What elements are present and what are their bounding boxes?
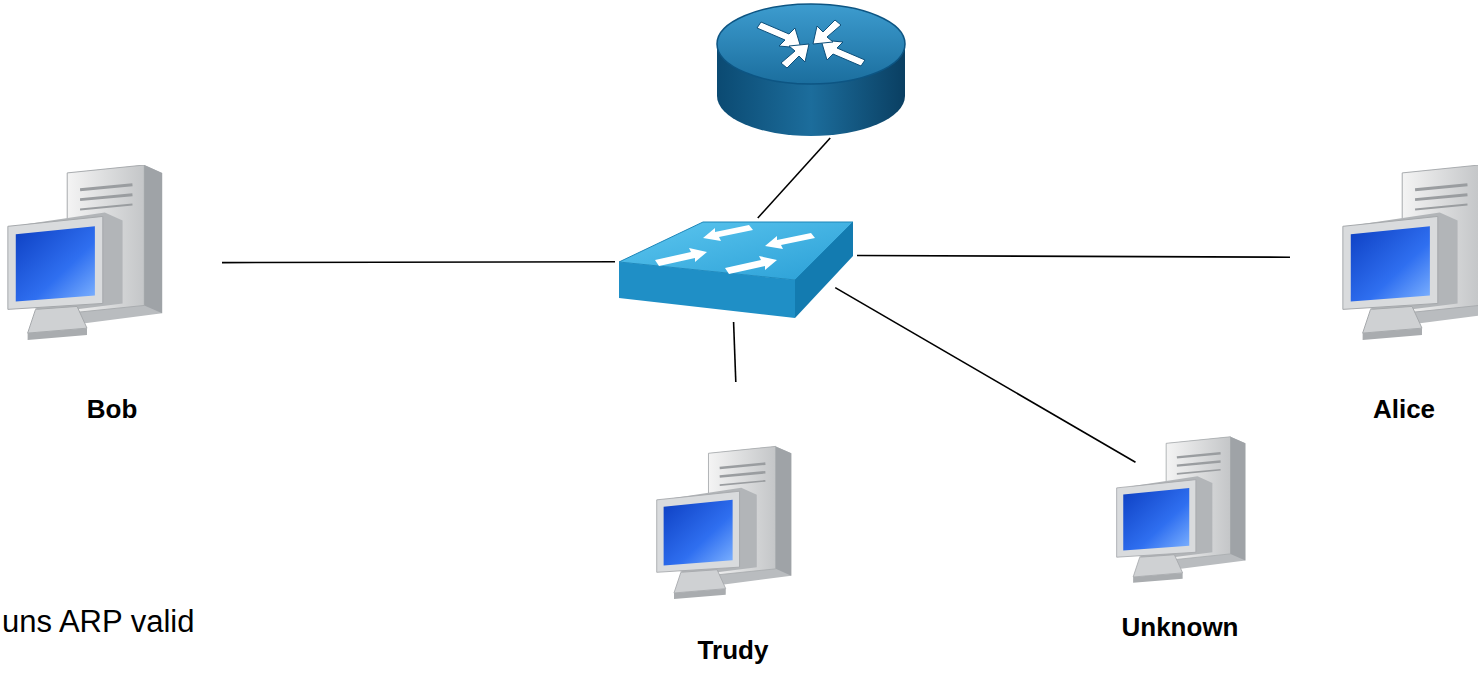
- host-computer: Alice: [1290, 160, 1478, 430]
- computer-icon: [1340, 165, 1478, 343]
- host-computer: Unknown: [1110, 430, 1260, 645]
- router-icon: [715, 0, 907, 138]
- switch-icon: [615, 218, 857, 322]
- host-computer: Bob: [0, 160, 222, 430]
- computer-icon: [5, 165, 165, 343]
- note-text: uns ARP valid: [2, 604, 194, 640]
- network-link: [758, 138, 830, 218]
- router: [715, 0, 907, 138]
- host-computer: Trudy: [650, 382, 815, 677]
- computer-icon: [655, 430, 793, 618]
- network-link: [857, 255, 1290, 257]
- network-link: [835, 288, 1135, 463]
- host-name: Trudy: [698, 635, 769, 665]
- host-name: Alice: [1373, 394, 1435, 424]
- network-link: [734, 322, 736, 382]
- network-link: [222, 261, 615, 263]
- host-name: Unknown: [1122, 612, 1239, 642]
- host-name: Bob: [87, 394, 138, 424]
- computer-icon: [1115, 430, 1247, 592]
- network-switch: [615, 218, 857, 322]
